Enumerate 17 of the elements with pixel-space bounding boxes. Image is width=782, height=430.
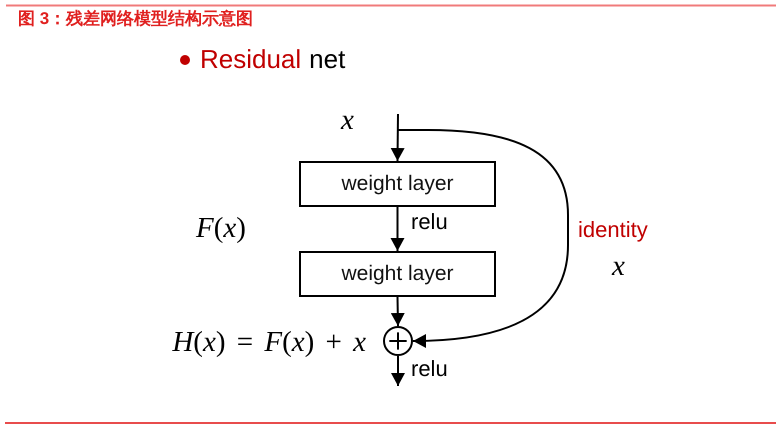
process-box bbox=[299, 161, 496, 207]
adder-circle bbox=[383, 326, 413, 356]
arrow bbox=[390, 114, 405, 162]
layer-label: weight layer bbox=[341, 172, 454, 196]
arrow bbox=[391, 356, 405, 386]
math-expression: F(x) bbox=[196, 213, 246, 245]
figure-title: 图 3：残差网络模型结构示意图 bbox=[18, 9, 254, 29]
math-equation: H(x) = F(x) + x bbox=[172, 327, 366, 359]
layer-label: weight layer bbox=[341, 262, 454, 286]
arrow bbox=[390, 296, 405, 326]
arrow bbox=[398, 129, 569, 348]
math-variable: x bbox=[612, 251, 625, 283]
math-variable: x bbox=[341, 105, 354, 137]
process-box bbox=[299, 251, 496, 297]
heading-text: net bbox=[309, 44, 346, 76]
heading-text: Residual bbox=[200, 44, 302, 76]
arrow bbox=[390, 207, 404, 251]
